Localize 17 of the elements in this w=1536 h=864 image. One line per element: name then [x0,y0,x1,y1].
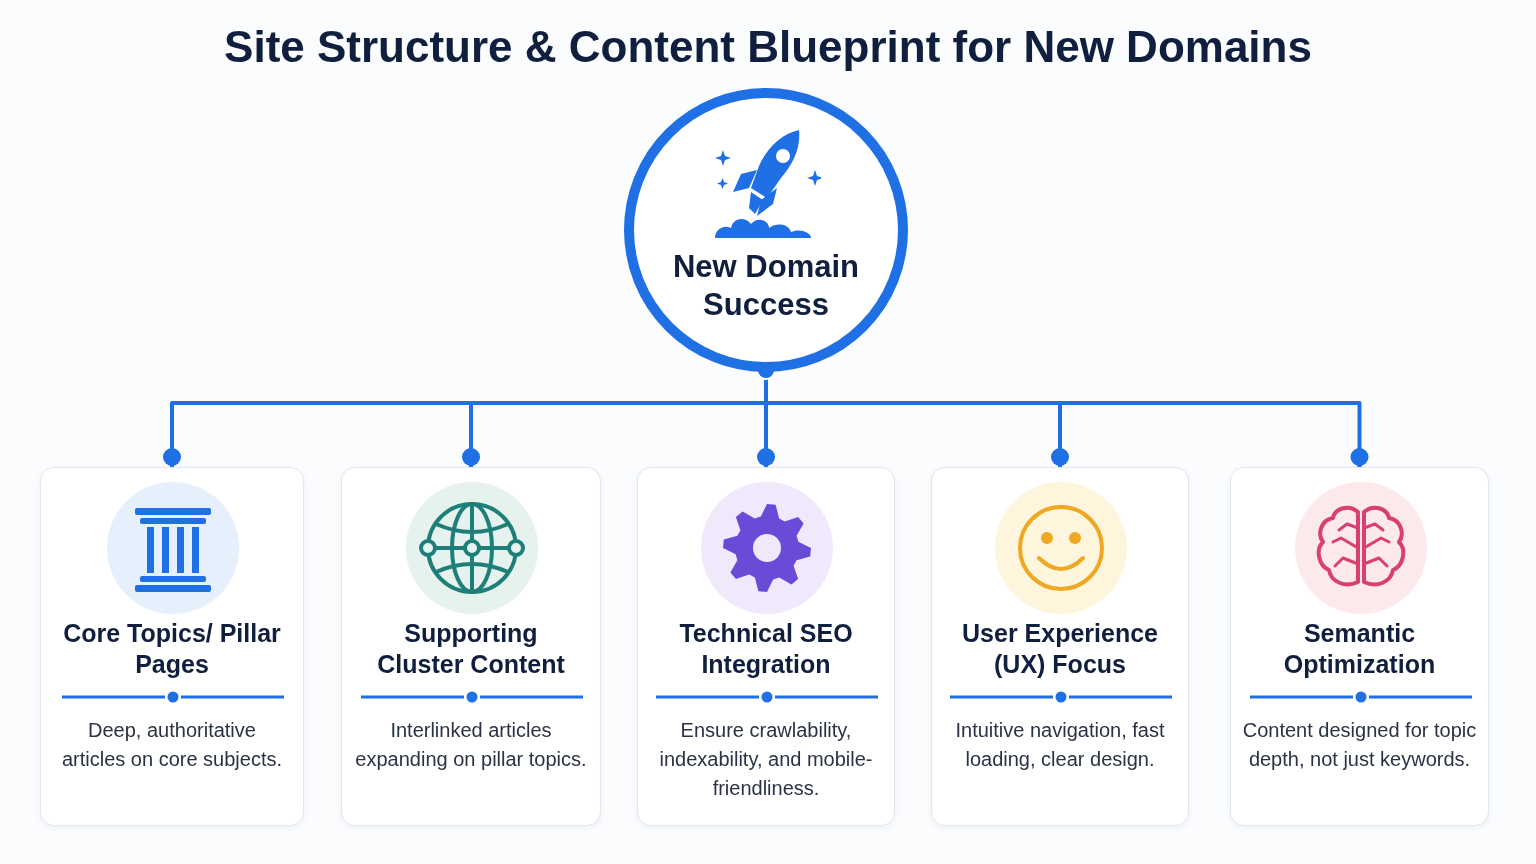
category-card [637,467,895,826]
card-title: Core Topics/ Pillar Pages [62,618,282,680]
category-card [931,467,1189,826]
card-title: Technical SEO Integration [678,618,854,680]
card-title: User Experience (UX) Focus [961,618,1159,680]
category-card [1230,467,1489,826]
card-description: Intuitive navigation, fast loading, clear design. [954,718,1166,772]
card-description: Ensure crawlability, indexability, and mobile-friendliness. [658,718,874,801]
hub-label: New Domain Success [672,248,860,324]
card-title: Semantic Optimization [1282,618,1437,680]
card-description: Interlinked articles expanding on pillar topics. [354,718,588,772]
category-card [40,467,304,826]
title: Site Structure & Content Blueprint for New Domains [223,22,1313,72]
category-card [341,467,601,826]
card-title: Supporting Cluster Content [376,618,566,680]
card-description: Deep, authoritative articles on core subjects. [60,718,284,772]
card-description: Content designed for topic depth, not just keywords. [1241,718,1478,772]
